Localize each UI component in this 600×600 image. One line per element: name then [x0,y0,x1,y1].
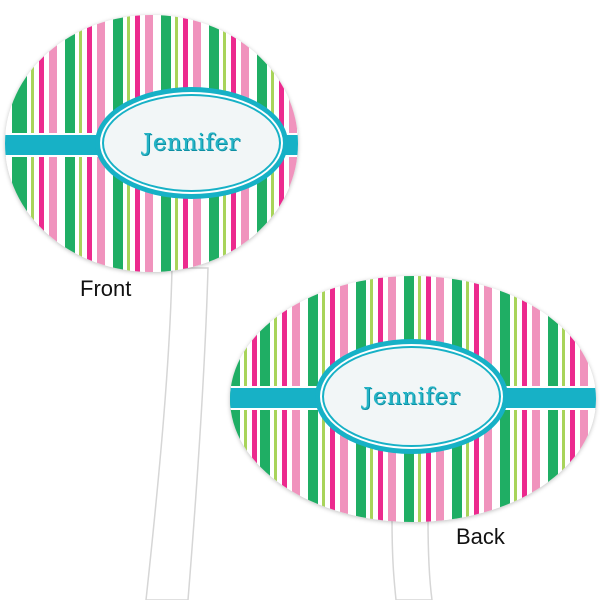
front-paddle: Jennifer [5,15,298,272]
name-medallion: Jennifer [315,339,508,454]
name-medallion: Jennifer [95,87,288,199]
personalized-name: Jennifer [363,383,460,410]
back-paddle: Jennifer [230,276,596,522]
personalized-name: Jennifer [143,130,240,156]
back-label: Back [456,524,505,549]
front-label: Front [80,276,132,301]
